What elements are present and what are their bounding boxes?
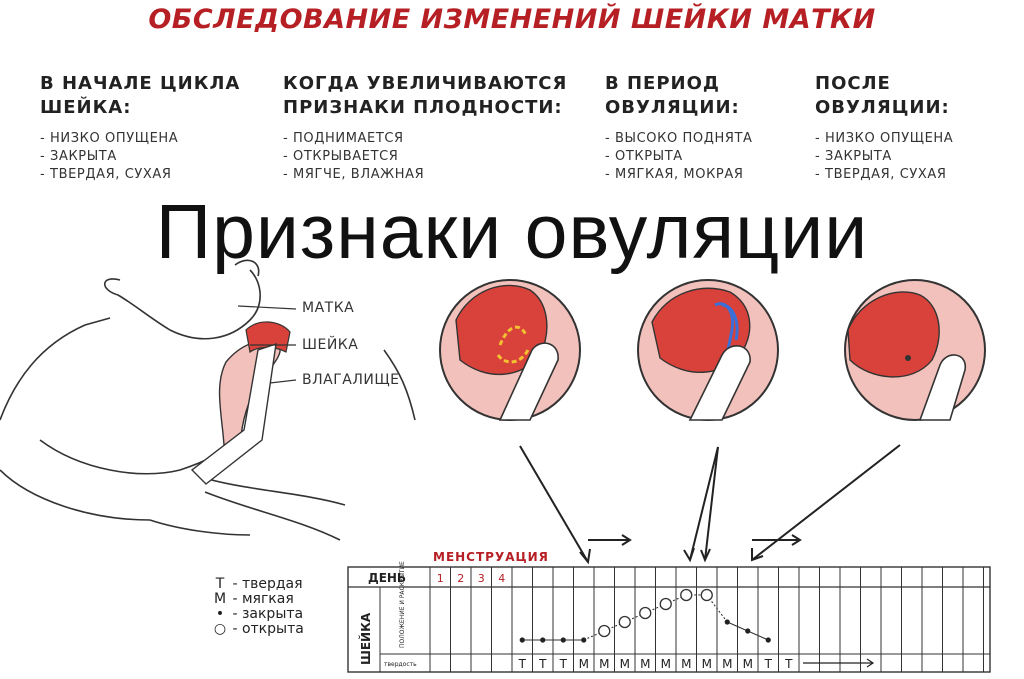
chart-point-open <box>598 624 611 638</box>
chart-point-open <box>659 597 672 611</box>
cervix-view-1 <box>439 279 581 421</box>
list-item: ТВЕРДАЯ, СУХАЯ <box>815 166 1015 184</box>
legend: Т - твердая М - мягкая • - закрыта ○ - о… <box>212 577 304 637</box>
chart-connector <box>727 621 748 632</box>
legend-item: М - мягкая <box>213 591 294 607</box>
day-label: ДЕНЬ <box>368 571 406 585</box>
chart-frame <box>347 566 991 673</box>
list-item: ПОДНИМАЕТСЯ <box>283 130 583 148</box>
day-number: 1 <box>437 572 444 585</box>
list-item: ОТКРЫВАЕТСЯ <box>283 148 583 166</box>
firmness-label: твердость <box>384 661 417 668</box>
chart-point-closed <box>724 619 730 625</box>
firmness-mark: Т <box>784 657 793 671</box>
list-item: ЗАКРЫТА <box>815 148 1015 166</box>
page-title: ОБСЛЕДОВАНИЕ ИЗМЕНЕНИЙ ШЕЙКИ МАТКИ <box>148 4 876 35</box>
list-item: ВЫСОКО ПОДНЯТА <box>605 130 845 148</box>
column-post-ovulation: ПОСЛЕ ОВУЛЯЦИИ: НИЗКО ОПУЩЕНА ЗАКРЫТА ТВ… <box>815 72 1015 184</box>
firmness-arrow-head <box>866 658 875 668</box>
firmness-mark: Т <box>518 657 527 671</box>
chart-point-open <box>680 588 693 602</box>
list-item: НИЗКО ОПУЩЕНА <box>40 130 280 148</box>
chart-point-closed <box>765 637 771 643</box>
menstruation-label: МЕНСТРУАЦИЯ <box>433 550 549 564</box>
chart-point-open <box>618 615 631 629</box>
column-heading: В НАЧАЛЕ ЦИКЛА ШЕЙКА: <box>40 73 241 118</box>
firmness-mark: Т <box>538 657 547 671</box>
day-number: 4 <box>498 572 505 585</box>
chart-point-closed <box>581 637 587 643</box>
cervix-view-2 <box>637 279 779 421</box>
position-label: ПОЛОЖЕНИЕ И РАСКРЫТИЕ <box>399 561 406 648</box>
finger-shape <box>190 342 277 485</box>
firmness-mark: Т <box>559 657 568 671</box>
firmness-mark: М <box>640 657 650 671</box>
chart-point-closed <box>560 637 566 643</box>
chart-point-closed <box>745 628 751 634</box>
firmness-mark: М <box>702 657 712 671</box>
cervix-chart: ДЕНЬ ШЕЙКА ПОЛОЖЕНИЕ И РАСКРЫТИЕ твердость 1… <box>347 561 991 673</box>
firmness-mark: Т <box>764 657 773 671</box>
column-heading: ПОСЛЕ ОВУЛЯЦИИ: <box>815 73 950 118</box>
list-item: ТВЕРДАЯ, СУХАЯ <box>40 166 280 184</box>
legend-item: ○ - открыта <box>213 621 304 637</box>
legend-item: Т - твердая <box>215 576 303 592</box>
label-vagina: ВЛАГАЛИЩЕ <box>302 372 400 388</box>
chart-point-open <box>639 606 652 620</box>
chart-connector <box>747 630 769 641</box>
row-label: ШЕЙКА <box>358 612 373 665</box>
column-heading: В ПЕРИОД ОВУЛЯЦИИ: <box>605 73 740 118</box>
firmness-mark: М <box>599 657 609 671</box>
chart-point-open <box>700 588 713 602</box>
label-cervix: ШЕЙКА <box>302 337 359 353</box>
column-heading: КОГДА УВЕЛИЧИВАЮТСЯ ПРИЗНАКИ ПЛОДНОСТИ: <box>283 73 568 118</box>
list-item: МЯГКАЯ, МОКРАЯ <box>605 166 845 184</box>
day-number: 3 <box>478 572 485 585</box>
list-item: ОТКРЫТА <box>605 148 845 166</box>
legend-item: • - закрыта <box>215 606 304 622</box>
overlay-title: Признаки овуляции <box>155 189 869 275</box>
firmness-mark: М <box>743 657 753 671</box>
column-ovulation: В ПЕРИОД ОВУЛЯЦИИ: ВЫСОКО ПОДНЯТА ОТКРЫТ… <box>605 72 845 184</box>
firmness-mark: М <box>681 657 691 671</box>
firmness-mark: М <box>661 657 671 671</box>
day-number: 2 <box>457 572 464 585</box>
firmness-mark: М <box>722 657 732 671</box>
list-item: ЗАКРЫТА <box>40 148 280 166</box>
firmness-mark: М <box>579 657 589 671</box>
cervix-view-3 <box>844 279 986 421</box>
column-cycle-start: В НАЧАЛЕ ЦИКЛА ШЕЙКА: НИЗКО ОПУЩЕНА ЗАКР… <box>40 72 280 184</box>
label-uterus: МАТКА <box>302 300 355 316</box>
list-item: НИЗКО ОПУЩЕНА <box>815 130 1015 148</box>
arrows <box>519 444 901 565</box>
list-item: МЯГЧЕ, ВЛАЖНАЯ <box>283 166 583 184</box>
firmness-mark: М <box>620 657 630 671</box>
chart-point-closed <box>519 637 525 643</box>
chart-point-closed <box>540 637 546 643</box>
column-fertility: КОГДА УВЕЛИЧИВАЮТСЯ ПРИЗНАКИ ПЛОДНОСТИ: … <box>283 72 583 184</box>
